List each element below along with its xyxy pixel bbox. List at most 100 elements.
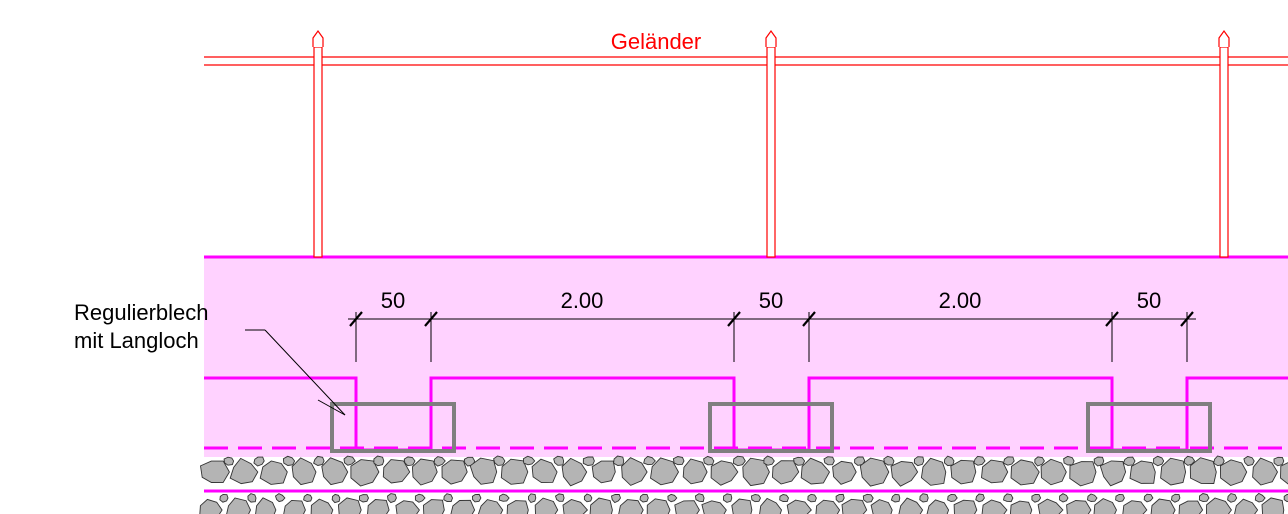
stone: [582, 456, 595, 466]
stone: [823, 456, 835, 466]
stone: [506, 500, 529, 514]
stone: [667, 493, 678, 503]
stone: [1178, 500, 1204, 514]
stone: [373, 455, 385, 467]
annotation-leader: [245, 329, 346, 416]
stone: [1189, 457, 1217, 484]
dimension-ticks: [349, 311, 1194, 327]
stone: [732, 455, 746, 467]
wall-body: [204, 257, 1288, 457]
stone: [283, 499, 306, 514]
stone-layer: [200, 455, 1288, 487]
stone: [561, 457, 588, 487]
stone: [469, 457, 498, 485]
regulating-plate: [1086, 402, 1212, 453]
stone: [1122, 456, 1136, 466]
stone: [411, 458, 438, 486]
stone: [947, 493, 958, 502]
stone: [350, 459, 380, 487]
stone: [199, 498, 223, 514]
stone: [913, 456, 925, 467]
stone: [835, 493, 845, 503]
stone: [613, 455, 625, 466]
stone: [1150, 498, 1176, 514]
stone: [200, 460, 230, 484]
stone: [898, 497, 924, 514]
stone: [701, 500, 727, 514]
stone: [731, 498, 753, 514]
stone: [282, 455, 296, 466]
stone: [441, 459, 468, 485]
stone: [1280, 462, 1288, 485]
stone: [883, 455, 895, 466]
stone: [950, 459, 977, 485]
stone: [1283, 493, 1288, 503]
stone: [1010, 459, 1040, 486]
stone: [1002, 493, 1014, 503]
stone: [815, 499, 841, 514]
stone: [422, 499, 445, 514]
annotation-line-2: mit Langloch: [74, 328, 199, 353]
railing-label: Geländer: [611, 29, 702, 54]
stone: [859, 457, 890, 487]
regulating-plate: [330, 402, 456, 453]
stone: [920, 457, 947, 486]
stone: [291, 457, 317, 486]
stone: [832, 460, 857, 485]
stone: [981, 499, 1008, 514]
stone: [226, 497, 251, 514]
stone: [591, 460, 616, 484]
stone: [1160, 457, 1187, 486]
stone: [643, 455, 656, 466]
stone: [1002, 456, 1015, 466]
stone: [1122, 500, 1148, 514]
stone: [1069, 461, 1097, 487]
stone: [562, 499, 589, 514]
stone: [229, 457, 259, 485]
stone: [1087, 493, 1098, 502]
stone: [1143, 493, 1154, 503]
dimension-label-50: 50: [759, 288, 783, 313]
stone: [433, 456, 446, 467]
stone: [1034, 456, 1045, 467]
stone: [471, 493, 482, 503]
stone: [793, 456, 806, 466]
stone: [310, 498, 334, 514]
stone: [919, 493, 929, 503]
stone: [973, 455, 986, 466]
stone: [618, 499, 644, 514]
stone: [1093, 456, 1105, 467]
stone: [710, 460, 739, 486]
stone: [477, 499, 504, 514]
stone: [337, 497, 362, 514]
stone: [528, 493, 537, 504]
stone: [313, 455, 325, 466]
stone: [862, 493, 874, 503]
stone: [1254, 492, 1266, 503]
stone: [890, 461, 919, 487]
stone: [1252, 457, 1279, 486]
stone: [1198, 493, 1210, 503]
stone: [387, 493, 397, 504]
stone: [1273, 456, 1285, 467]
stone: [650, 457, 680, 486]
stone: [274, 493, 286, 503]
dimension-label-200: 2.00: [561, 288, 604, 313]
stone: [1234, 498, 1259, 514]
stone: [1261, 497, 1285, 514]
stone: [223, 456, 235, 466]
stone: [1115, 493, 1125, 503]
stone: [493, 455, 506, 466]
stone: [255, 497, 277, 514]
stone: [742, 457, 770, 487]
dimension-label-50: 50: [1137, 288, 1161, 313]
regulating-plate: [708, 402, 834, 453]
stone: [953, 499, 978, 514]
stone: [870, 499, 893, 514]
stone: [343, 455, 356, 466]
railing-rails: [204, 56, 1288, 66]
stone: [395, 500, 420, 514]
stone: [1093, 498, 1118, 514]
stone: [321, 457, 349, 486]
stone-layer: [199, 492, 1288, 514]
